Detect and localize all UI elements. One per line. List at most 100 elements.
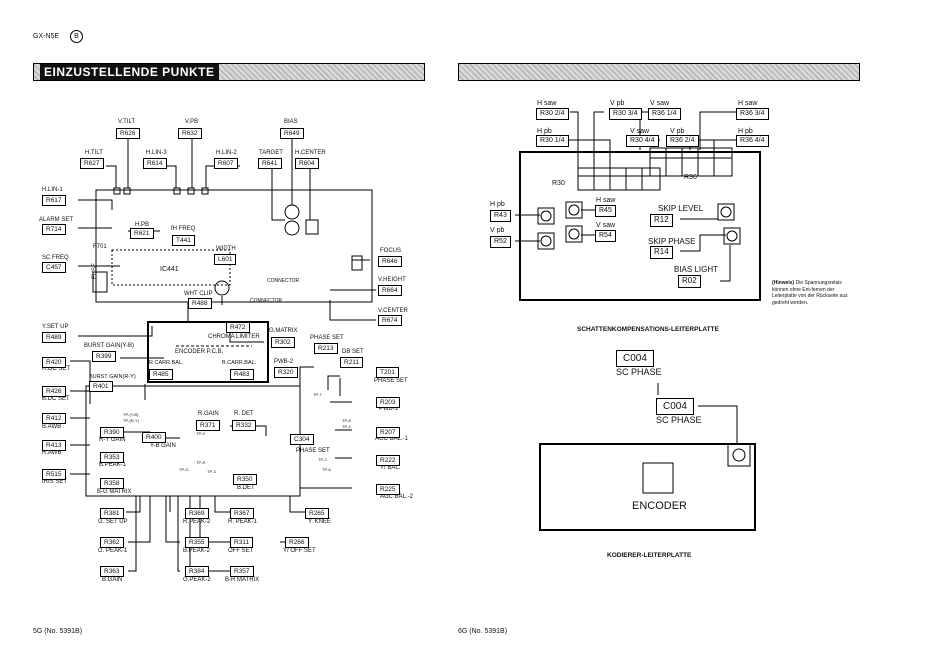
label-alarm-set: ALARM SET [39, 217, 74, 223]
encoder-label-2: SC PHASE [656, 415, 702, 425]
label-r-dc-set: R.DC SET [42, 366, 71, 372]
label-v-height: V.HEIGHT [378, 277, 406, 283]
label-r-carr-bal: R.CARR.BAL. [149, 360, 184, 366]
component-box: R320 [274, 367, 298, 379]
shading-box: R36 2/4 [666, 135, 699, 147]
component-box: T201 [376, 367, 399, 379]
left-banner-title: EINZUSTELLENDE PUNKTE [40, 64, 219, 80]
component-box: R413 [42, 440, 66, 452]
label-connector-h: CONNECTOR [267, 278, 300, 284]
footer-right: 6G (No. 5391B) [458, 628, 508, 635]
component-box: R485 [149, 369, 173, 381]
label-fh-freq: fH FREQ [171, 226, 196, 232]
component-box: R367 [230, 508, 254, 520]
label-b-r-matrix: B-R MATRIX [225, 577, 260, 583]
label-pwb-2: PWB-2 [274, 359, 294, 365]
component-box: R371 [196, 420, 220, 432]
component-box: R488 [188, 298, 212, 310]
component-box: R412 [42, 413, 66, 425]
shading-box: R43 [490, 210, 511, 222]
label-agc-bal-1: AGC BAL.-1 [375, 436, 409, 442]
label-r-det: R. DET [234, 411, 254, 417]
component-box: R649 [280, 128, 304, 140]
label-y-set-up: Y.SET UP [42, 324, 69, 330]
label-chroma-limiter: CHROMA LIMITER [208, 334, 260, 340]
right-banner [458, 63, 860, 81]
label-v-center: V.CENTER [378, 308, 408, 314]
shading-note-text: Die Spannungsrelais können ohne Ent-fern… [772, 280, 848, 306]
component-box: R607 [214, 158, 238, 170]
label-tp-6: TP-6 [322, 467, 331, 472]
label-target: TARGET [259, 150, 283, 156]
component-box: R627 [80, 158, 104, 170]
shading-box: R30 4/4 [626, 135, 659, 147]
component-box: R369 [185, 508, 209, 520]
label-r-gain: R.GAIN [198, 411, 219, 417]
label-tp-2: TP-2 [318, 457, 327, 462]
component-box: R362 [100, 537, 124, 549]
label-r-peak-2: R.PEAK-2 [183, 519, 211, 525]
label-y-off-set: Y/ OFF SET [283, 548, 316, 554]
shading-box: R02 [678, 275, 701, 288]
shading-box: R36 4/4 [736, 135, 769, 147]
label-g-set-up: G. SET UP [98, 519, 128, 525]
component-box: C304 [290, 434, 314, 446]
label-tp-g: TP-G [179, 467, 189, 472]
shading-label: H saw [738, 100, 758, 107]
component-box: R621 [130, 228, 154, 240]
component-box: R358 [100, 478, 124, 490]
shading-label: V pb [490, 227, 505, 234]
shading-box: R30 3/4 [609, 108, 642, 120]
label-y-knee: Y. KNEE [308, 519, 331, 525]
label-tp-r: TP-R [196, 460, 206, 465]
component-box: R211 [340, 357, 364, 369]
shading-box: R36 3/4 [736, 108, 769, 120]
shading-box: R12 [650, 214, 673, 227]
label-h-lin-2: H.LIN-2 [216, 150, 237, 156]
label-phase-set-3: PHASE SET [296, 448, 330, 454]
component-box: R632 [178, 128, 202, 140]
label-phase-set-1: PHASE SET [310, 335, 344, 341]
shading-box: R52 [490, 236, 511, 248]
badge-icon: B [70, 30, 83, 43]
shading-label: H pb [490, 201, 505, 208]
footer-left: 5G (No. 5391B) [33, 628, 83, 635]
shading-label: H pb [738, 128, 753, 135]
label-g-matrix: G.MATRIX [269, 328, 298, 334]
component-box: R266 [285, 537, 309, 549]
shading-label: V saw [596, 222, 616, 229]
component-box: R614 [143, 158, 167, 170]
component-box: R302 [271, 337, 295, 349]
label-tp-1: TP-1 [342, 424, 351, 429]
model-label: GX-N5E [33, 33, 60, 40]
label-v-pb: V.PB [185, 119, 199, 125]
label-h-pb: H.PB [135, 222, 150, 228]
label-focus: FOCUS [380, 248, 401, 254]
label-b-dc-set: B.DC SET [42, 396, 70, 402]
label-b-awb: B.AWB [42, 424, 62, 430]
component-box: R357 [230, 566, 254, 578]
label-db-set: DB SET [342, 349, 364, 355]
component-box: R353 [100, 452, 124, 464]
label-tp-8: TP-8 [342, 418, 351, 423]
component-box: R350 [233, 474, 257, 486]
component-box: L601 [214, 254, 237, 266]
shading-label: BIAS LIGHT [674, 265, 719, 274]
component-box: R426 [42, 386, 66, 398]
shading-box: R14 [650, 246, 673, 259]
encoder-label-1: SC PHASE [616, 367, 662, 377]
label-burst-gain-yb: BURST GAIN(Y-B) [84, 343, 135, 349]
shading-label: V saw [630, 128, 650, 135]
label-wht-clip: WHT CLIP [184, 291, 213, 297]
component-box: R664 [378, 285, 402, 297]
component-box: R641 [258, 158, 282, 170]
label-y-bal: Y/ BAL. [380, 465, 401, 471]
label-encoder-pcb: ENCODER P.C.B. [175, 349, 224, 355]
label-f701: F701 [93, 244, 107, 250]
component-box: R626 [116, 128, 140, 140]
label-b-det: B.DET [237, 485, 255, 491]
label-g-peak-1: G. PEAK-1 [98, 548, 128, 554]
label-tp-9: TP-9 [196, 431, 205, 436]
encoder-box-1: C004 [616, 350, 654, 367]
label-h-center: H.CENTER [295, 150, 326, 156]
